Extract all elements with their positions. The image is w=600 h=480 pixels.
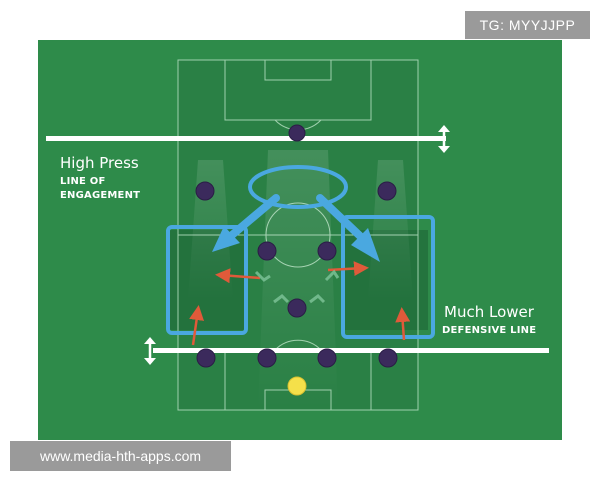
chevron-marks [254,269,340,304]
defender-4 [378,348,398,368]
high-press-subtitle: LINE OF ENGAGEMENT [60,175,140,203]
player-center-left [257,241,277,261]
high-press-subtitle-line1: LINE OF [60,176,106,187]
high-press-title: High Press [60,154,139,172]
goalkeeper [287,376,307,396]
wide-zone-box-right [341,215,435,339]
players [195,124,398,368]
defender-2 [257,348,277,368]
light-cone-center [258,150,338,410]
defender-3 [317,348,337,368]
high-press-subtitle-line2: ENGAGEMENT [60,190,141,201]
defensive-line [144,337,549,365]
player-right-mid [377,181,397,201]
player-center-back [287,298,307,318]
movement-arrows [189,261,411,346]
press-arrow-right [316,194,380,262]
tactics-board: High Press LINE OF ENGAGEMENT Much Lower… [38,40,562,440]
player-top [288,124,306,142]
watermark-bottom: www.media-hth-apps.com [10,441,231,471]
press-arrow-left [212,194,280,252]
defender-1 [196,348,216,368]
low-line-title: Much Lower [444,303,534,321]
low-line-subtitle: DEFENSIVE LINE [442,325,537,336]
watermark-top: TG: MYYJJPP [465,11,590,39]
wide-zone-box-left [166,225,248,335]
high-press-line [46,125,450,153]
pitch-diagram [46,59,549,411]
vertical-double-arrow-icon [438,125,450,153]
player-left-mid [195,181,215,201]
vertical-double-arrow-icon [144,337,156,365]
press-trigger-ellipse [248,165,348,209]
player-center-right [317,241,337,261]
